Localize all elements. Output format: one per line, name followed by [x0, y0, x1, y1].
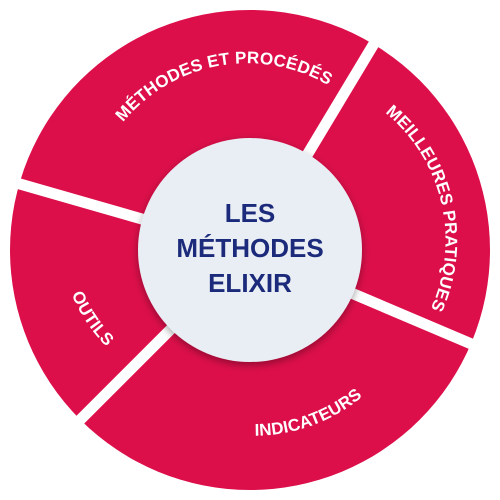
- center-title-line-3: ELIXIR: [208, 268, 292, 298]
- center-title-line-2: MÉTHODES: [176, 233, 323, 263]
- center-title-line-1: LES: [225, 198, 276, 228]
- center-disc: [138, 138, 362, 362]
